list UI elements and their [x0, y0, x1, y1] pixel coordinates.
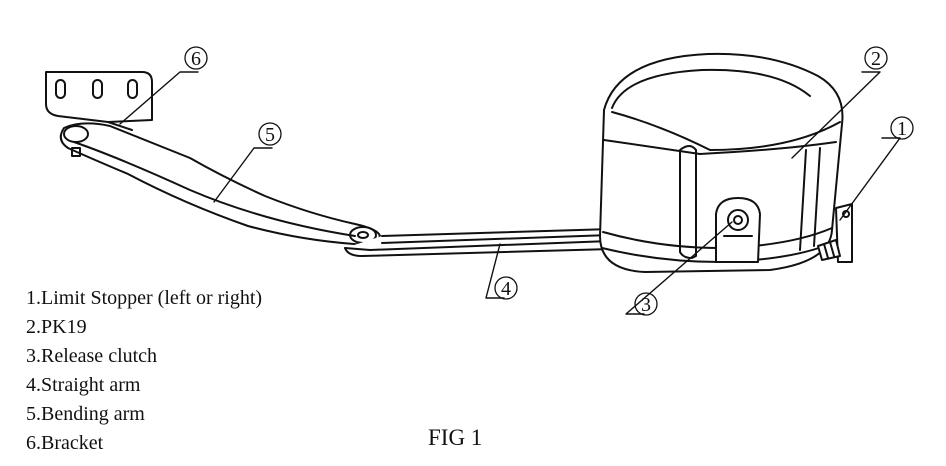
callout-5: 5	[258, 122, 282, 146]
straight-arm	[344, 228, 613, 257]
callout-4-label: 4	[501, 278, 511, 300]
figure-caption: FIG 1	[428, 425, 483, 450]
callout-4: 4	[494, 276, 518, 300]
bracket	[45, 71, 153, 131]
legend-item-release-clutch: 3.Release clutch	[26, 345, 158, 367]
legend-item-straight-arm: 4.Straight arm	[26, 374, 141, 396]
callout-5-label: 5	[265, 124, 275, 146]
callout-6-label: 6	[191, 48, 201, 70]
callout-1-label: 1	[897, 118, 907, 140]
callout-2-label: 2	[871, 48, 881, 70]
operator-body	[599, 52, 844, 273]
bending-arm	[59, 122, 381, 246]
callout-6: 6	[184, 46, 208, 70]
legend-item-pk19: 2.PK19	[26, 316, 87, 338]
callout-1: 1	[890, 116, 914, 140]
legend-item-bracket: 6.Bracket	[26, 432, 104, 454]
legend-item-bending-arm: 5.Bending arm	[26, 403, 145, 425]
callout-3: 3	[634, 292, 658, 316]
callout-3-label: 3	[641, 294, 651, 316]
limit-stopper	[817, 203, 853, 263]
legend-item-limit-stopper: 1.Limit Stopper (left or right)	[26, 287, 263, 309]
callout-2: 2	[864, 46, 888, 70]
leader-lines	[119, 71, 901, 315]
parts-legend: 1.Limit Stopper (left or right) 2.PK19 3…	[26, 284, 262, 458]
